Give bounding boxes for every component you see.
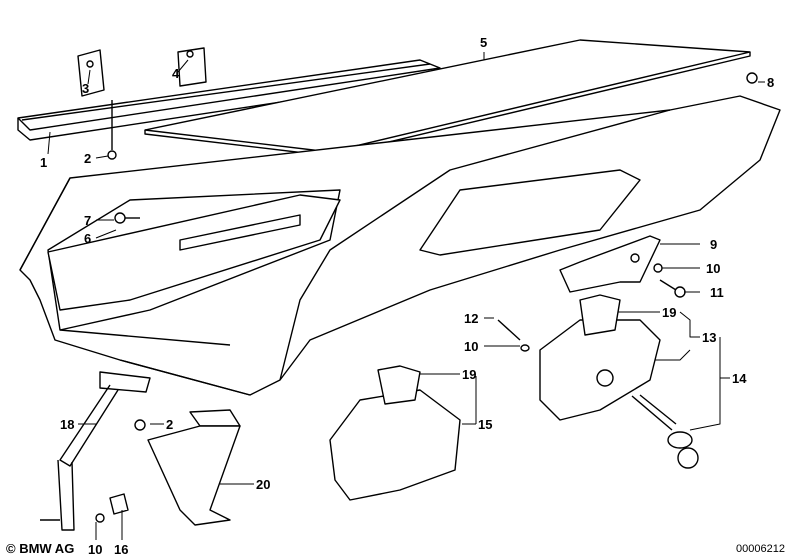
bracket-4	[177, 47, 207, 87]
callout-20: 20	[256, 477, 271, 492]
copyright-notice: © BMW AG	[6, 541, 75, 556]
part-6-tray	[47, 194, 341, 311]
callout-7: 7	[84, 213, 92, 228]
callout-3: 3	[82, 81, 90, 96]
callout-14: 14	[732, 371, 747, 386]
callout-8: 8	[767, 75, 775, 90]
lock-assembly-15	[329, 365, 461, 501]
callout-6: 6	[84, 231, 92, 246]
callout-4: 4	[172, 66, 180, 81]
bracket-3	[77, 49, 105, 97]
clip-16	[40, 493, 129, 521]
bracket-20	[147, 409, 241, 526]
callout-18: 18	[60, 417, 75, 432]
callout-9: 9	[710, 237, 718, 252]
callout-2: 2	[84, 151, 92, 166]
diagram-reference-number: 00006212	[736, 543, 785, 555]
callout-1: 1	[40, 155, 48, 170]
strut-18	[57, 371, 151, 531]
part-9-plate	[559, 235, 661, 293]
lock-assembly-13	[497, 294, 661, 421]
callout-10: 10	[88, 542, 103, 557]
callout-5: 5	[480, 35, 488, 50]
glove-box-body	[19, 95, 781, 396]
part-11-pin	[653, 263, 686, 298]
callout-19: 19	[662, 305, 677, 320]
callout-13: 13	[702, 330, 717, 345]
leader-lines	[47, 52, 765, 540]
callout-2: 2	[166, 417, 174, 432]
key	[631, 394, 699, 469]
callout-19: 19	[462, 367, 477, 382]
callout-16: 16	[114, 542, 129, 557]
callout-12: 12	[464, 311, 479, 326]
callout-10: 10	[464, 339, 479, 354]
hinge-strip	[17, 59, 441, 141]
screws	[95, 72, 758, 523]
callout-10: 10	[706, 261, 721, 276]
callout-11: 11	[710, 285, 724, 300]
callout-15: 15	[478, 417, 493, 432]
